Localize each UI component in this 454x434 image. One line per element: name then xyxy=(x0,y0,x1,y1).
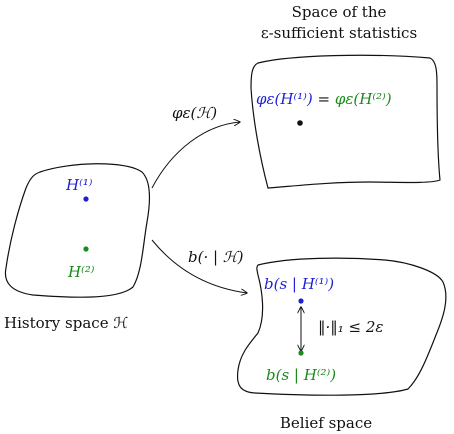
phi-equation: φε(H⁽¹⁾) = φε(H⁽²⁾) xyxy=(256,90,392,108)
h1-point xyxy=(83,196,89,202)
phi-arrow xyxy=(151,122,240,189)
history-space-shape xyxy=(4,163,150,298)
b2-point xyxy=(298,350,304,356)
b1-point xyxy=(298,298,304,304)
belief-arrow xyxy=(151,239,247,293)
statistics-title-line1: Space of the xyxy=(292,3,387,21)
h1-label: H⁽¹⁾ xyxy=(65,176,93,194)
belief-space-shape xyxy=(236,257,447,396)
belief-caption: Belief space xyxy=(280,414,372,432)
norm-label: ‖·‖₁ ≤ 2ε xyxy=(318,318,383,336)
statistics-space-shape xyxy=(250,54,441,189)
b2-label: b(s | H⁽²⁾) xyxy=(266,366,336,384)
h2-label: H⁽²⁾ xyxy=(67,263,95,281)
belief-arrow-label: b(· | ℋ) xyxy=(188,248,244,266)
statistics-title-line2: ε-sufficient statistics xyxy=(261,24,417,42)
h2-point xyxy=(83,246,89,252)
phi-point xyxy=(297,120,303,126)
phi-arrow-label: φε(ℋ) xyxy=(172,104,217,122)
history-caption: History space ℋ xyxy=(4,314,128,332)
b1-label: b(s | H⁽¹⁾) xyxy=(264,275,334,293)
